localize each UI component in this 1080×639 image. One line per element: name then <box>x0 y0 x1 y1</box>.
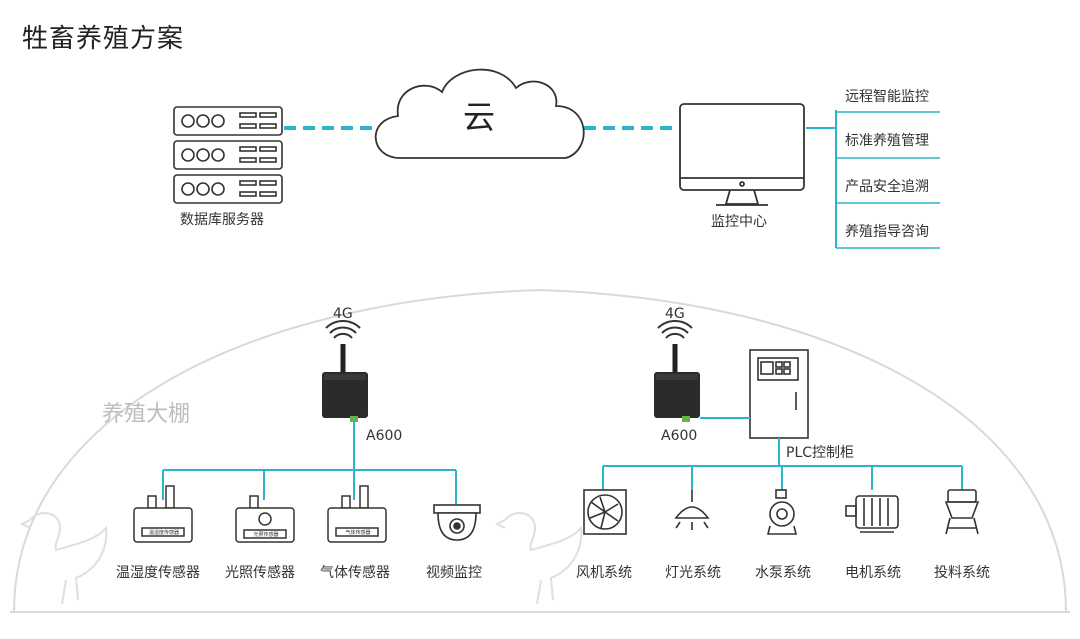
sensor-tag: 气体传感器 <box>345 530 371 536</box>
feeder-icon <box>944 489 980 535</box>
gateway-signal-label: 4G <box>333 306 353 322</box>
signal-icon <box>325 319 361 339</box>
function-standard-management: 标准养殖管理 <box>845 133 929 149</box>
actuator-label-light: 灯光系统 <box>665 565 721 581</box>
monitor-icon <box>679 103 805 206</box>
chicken-icon <box>494 512 583 605</box>
sensor-label-gas: 气体传感器 <box>320 565 390 581</box>
gateway-model-label: A600 <box>366 428 403 444</box>
greenhouse-outline <box>13 288 1067 613</box>
page-title: 牲畜养殖方案 <box>22 24 185 54</box>
function-guidance-consulting: 养殖指导咨询 <box>845 224 929 240</box>
cloud-label: 云 <box>463 98 496 136</box>
plc-cabinet-icon <box>749 349 809 439</box>
function-bracket <box>806 110 837 248</box>
sensor-label-video: 视频监控 <box>426 565 482 581</box>
camera-icon <box>433 504 481 541</box>
fan-icon <box>583 489 627 535</box>
left-bus <box>162 422 457 505</box>
plc-label: PLC控制柜 <box>786 445 855 461</box>
function-safety-traceability: 产品安全追溯 <box>845 179 929 195</box>
humidity-sensor-icon <box>133 485 193 543</box>
actuator-label-pump: 水泵系统 <box>755 565 811 581</box>
pump-icon <box>766 489 798 535</box>
server-icon <box>173 106 283 204</box>
chicken-icon <box>19 512 108 605</box>
monitor-label: 监控中心 <box>711 214 767 230</box>
gateway-device-icon <box>654 344 700 422</box>
right-bus <box>602 438 963 490</box>
function-remote-monitoring: 远程智能监控 <box>845 89 929 105</box>
sensor-tag: 光照传感器 <box>253 532 279 538</box>
signal-icon <box>657 319 693 339</box>
sensor-label-humidity: 温湿度传感器 <box>116 565 200 581</box>
function-dividers <box>836 111 940 249</box>
gas-sensor-icon <box>327 485 387 543</box>
lamp-icon <box>674 490 710 530</box>
greenhouse-label: 养殖大棚 <box>102 402 191 427</box>
actuator-label-motor: 电机系统 <box>845 565 901 581</box>
gateway-signal-label: 4G <box>665 306 685 322</box>
server-label: 数据库服务器 <box>180 212 264 228</box>
motor-icon <box>845 495 899 533</box>
sensor-label-light: 光照传感器 <box>225 565 295 581</box>
gateway-model-label: A600 <box>661 428 698 444</box>
light-sensor-icon <box>235 495 295 543</box>
actuator-label-fan: 风机系统 <box>576 565 632 581</box>
actuator-label-feeder: 投料系统 <box>934 565 990 581</box>
gateway-device-icon <box>322 344 368 422</box>
cloud-icon <box>374 68 585 159</box>
sensor-tag: 温湿度传感器 <box>148 530 179 536</box>
